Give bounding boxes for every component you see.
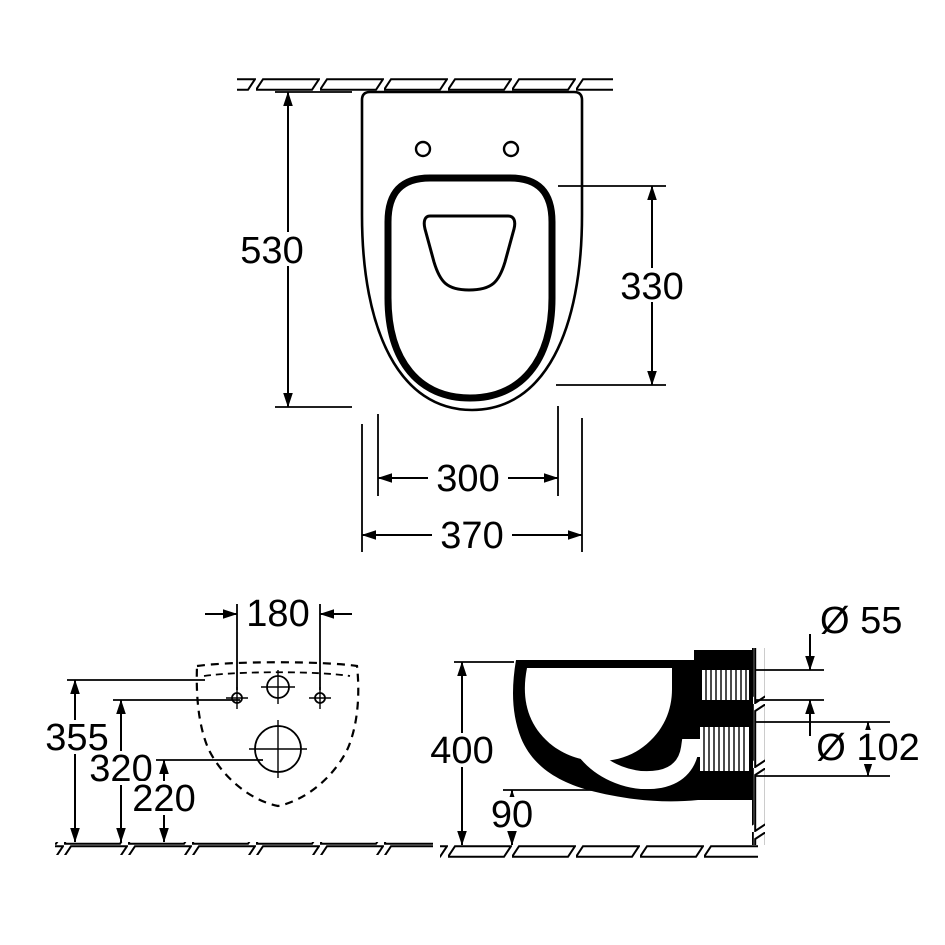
dim-label-height-220: 220 — [132, 778, 195, 820]
crosshair — [249, 720, 307, 778]
outlet-hole — [249, 720, 307, 778]
outlet-pipe-hatch — [703, 727, 745, 771]
wall-hatch-plan — [237, 78, 613, 91]
label-backing — [487, 797, 539, 831]
label-backing — [82, 751, 160, 785]
label-backing — [38, 720, 116, 754]
plan-view: 530 330 300 370 — [234, 78, 691, 557]
dim-outlet-diameter: Ø 102 — [756, 721, 920, 777]
floor-hatch-side — [440, 845, 758, 858]
dim-height-320: 320 — [82, 699, 240, 843]
bowl-cavity — [524, 668, 672, 762]
dim-fixing-hole-spacing: 180 — [205, 593, 352, 690]
label-backing — [423, 733, 501, 767]
fixing-hole-left — [226, 687, 248, 709]
bowl-inner-outline — [422, 214, 517, 292]
crosshair — [226, 687, 248, 709]
dim-overall-depth: 530 — [234, 91, 352, 408]
dim-overall-width: 370 — [361, 418, 583, 557]
inlet-connector — [702, 670, 749, 700]
inlet-pipe-hatch — [705, 670, 747, 700]
seat-fixing-hole-left — [414, 140, 432, 158]
water-inlet-hole — [261, 670, 295, 704]
dim-underside-height: 90 — [487, 789, 650, 846]
dim-water-inlet-diameter: Ø 55 — [756, 600, 902, 736]
dim-height-220: 220 — [125, 759, 263, 843]
dim-label-overall-height: 400 — [430, 730, 493, 772]
dim-label-seat-cutout-width: 300 — [436, 458, 499, 500]
dim-label-overall-width: 370 — [440, 515, 503, 557]
dim-label-water-inlet-diameter: Ø 55 — [820, 600, 902, 642]
dim-seat-cutout-length: 330 — [556, 185, 691, 386]
crosshair — [309, 687, 331, 709]
label-backing — [613, 268, 691, 302]
dim-label-outlet-diameter: Ø 102 — [816, 727, 920, 769]
outlet-connector — [700, 727, 749, 771]
seat-fixing-hole-right — [502, 140, 520, 158]
dim-seat-cutout-width: 300 — [377, 406, 559, 500]
label-backing — [817, 730, 919, 764]
fixing-hole-right — [309, 687, 331, 709]
crosshair — [261, 670, 295, 704]
label-backing — [432, 517, 512, 551]
dim-label-fixing-hole-spacing: 180 — [246, 593, 309, 635]
side-view: 400 90 Ø 55 Ø 102 — [423, 600, 920, 858]
label-backing — [428, 460, 508, 494]
rear-view: 180 355 320 220 — [38, 593, 433, 855]
wall-hatch-side — [752, 648, 765, 845]
label-backing — [234, 232, 312, 266]
dim-label-overall-depth: 530 — [240, 230, 303, 272]
dim-height-355: 355 — [38, 679, 205, 843]
dim-label-underside-height: 90 — [491, 794, 533, 836]
trap-channel — [577, 739, 744, 790]
floor-hatch-rear — [55, 842, 433, 855]
rear-body-outline — [195, 661, 360, 808]
dim-label-seat-cutout-length: 330 — [620, 266, 683, 308]
label-backing — [125, 781, 203, 815]
dim-overall-height: 400 — [423, 661, 514, 846]
